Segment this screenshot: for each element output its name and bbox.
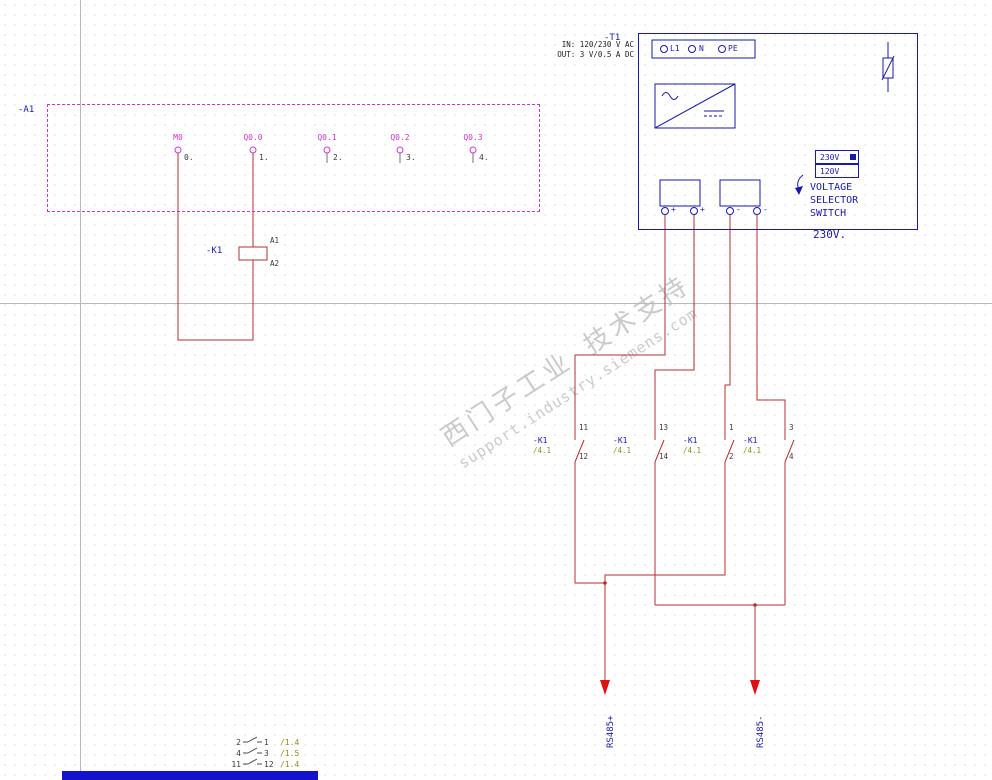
plc-pin-number: 0.: [184, 153, 194, 162]
contact-xref: /4.1: [743, 446, 762, 455]
relay-coil-symbol: [238, 246, 268, 261]
contact-pin-bottom: 4: [789, 452, 794, 461]
plc-pin-number: 3.: [406, 153, 416, 162]
psu-terminal-l1: L1: [670, 44, 680, 53]
plc-output-label: Q0.3: [463, 133, 483, 142]
psu-in-rating: IN: 120/230 V AC: [561, 40, 634, 49]
psu-terminal-minus1: -: [736, 205, 741, 214]
contact-pin-bottom: 14: [659, 452, 669, 461]
contact-pin-top: 1: [729, 423, 734, 432]
contact-xref: /4.1: [613, 446, 632, 455]
coil-tag: -K1: [206, 246, 223, 256]
selector-caption-1: VOLTAGE: [810, 182, 853, 193]
selector-caption-2: SELECTOR: [810, 195, 859, 206]
contact-pin-top: 11: [579, 423, 589, 432]
plc-tag: -A1: [18, 105, 35, 115]
psu-out-rating: OUT: 3 V/0.5 A DC: [557, 50, 634, 59]
xref-to: 3: [264, 749, 269, 758]
signal-label-rs485-minus: RS485-: [756, 715, 766, 748]
plc-output-label: M0: [173, 133, 183, 142]
xref-ref: /1.5: [280, 749, 300, 758]
varistor-symbol: [881, 42, 895, 92]
contact-pin-bottom: 12: [579, 452, 589, 461]
selector-setting: 230V.: [813, 228, 847, 241]
coil-pin-a2: A2: [270, 259, 280, 268]
contact-symbols: [574, 425, 795, 470]
psu-output-block-1: [659, 179, 701, 207]
contact-tag: -K1: [743, 436, 758, 445]
plc-output-label: Q0.0: [243, 133, 263, 142]
signal-label-rs485-plus: RS485+: [606, 715, 616, 748]
psu-tag: -T1: [604, 33, 621, 43]
contact-pin-bottom: 2: [729, 452, 734, 461]
xref-from: 2: [236, 738, 241, 747]
plc-output-label: Q0.2: [390, 133, 410, 142]
contact-tag: -K1: [683, 436, 698, 445]
contact-symbol-3-4: [784, 425, 795, 470]
voltage-option-230[interactable]: 230V: [815, 150, 859, 164]
psu-symbol: [651, 39, 895, 215]
wiring-contacts-to-rs485: [574, 470, 786, 695]
psu-terminal-n: N: [699, 44, 704, 53]
wiring-coil-loop: [177, 153, 268, 341]
rs485-plus-arrow-icon: [600, 680, 610, 695]
xref-from: 11: [231, 760, 241, 769]
xref-to: 1: [264, 738, 269, 747]
voltage-selected-marker: [850, 154, 856, 160]
psu-terminal-plus1: +: [671, 205, 676, 214]
plc-output-label: Q0.1: [317, 133, 337, 142]
sheet-column-line: [80, 0, 81, 780]
psu-terminal-plus2: +: [700, 205, 705, 214]
psu-input-terminal-strip: [651, 39, 756, 59]
xref-to: 12: [264, 760, 274, 769]
psu-terminal-pe: PE: [728, 44, 738, 53]
voltage-option-120[interactable]: 120V: [815, 164, 859, 178]
acdc-converter-symbol: [654, 83, 736, 129]
contact-tag: -K1: [613, 436, 628, 445]
contact-symbol-1-2: [724, 425, 735, 470]
plc-pin-number: 2.: [333, 153, 343, 162]
rs485-minus-arrow-icon: [750, 680, 760, 695]
contact-xref: /4.1: [683, 446, 702, 455]
selector-caption-3: SWITCH: [810, 208, 847, 219]
plc-terminal-circles: [174, 146, 477, 163]
selector-hook-icon: [795, 174, 804, 195]
title-block-bar: [62, 771, 318, 780]
xref-ref: /1.4: [280, 738, 300, 747]
contact-tag: -K1: [533, 436, 548, 445]
contact-xref: /4.1: [533, 446, 552, 455]
contact-pin-top: 13: [659, 423, 669, 432]
sheet-row-line: [0, 303, 992, 304]
coil-pin-a1: A1: [270, 236, 280, 245]
contact-symbol-11-12: [574, 425, 585, 470]
plc-pin-number: 4.: [479, 153, 489, 162]
plc-output-card-box: [47, 104, 540, 212]
xref-from: 4: [236, 749, 241, 758]
psu-outline-box: [638, 33, 918, 230]
wiring-psu-to-contacts: [574, 215, 786, 425]
plc-pin-number: 1.: [259, 153, 269, 162]
xref-contact-glyphs: [243, 736, 262, 765]
xref-ref: /1.4: [280, 760, 300, 769]
psu-terminal-minus2: -: [763, 205, 768, 214]
psu-output-block-2: [719, 179, 761, 207]
contact-pin-top: 3: [789, 423, 794, 432]
contact-symbol-13-14: [654, 425, 665, 470]
